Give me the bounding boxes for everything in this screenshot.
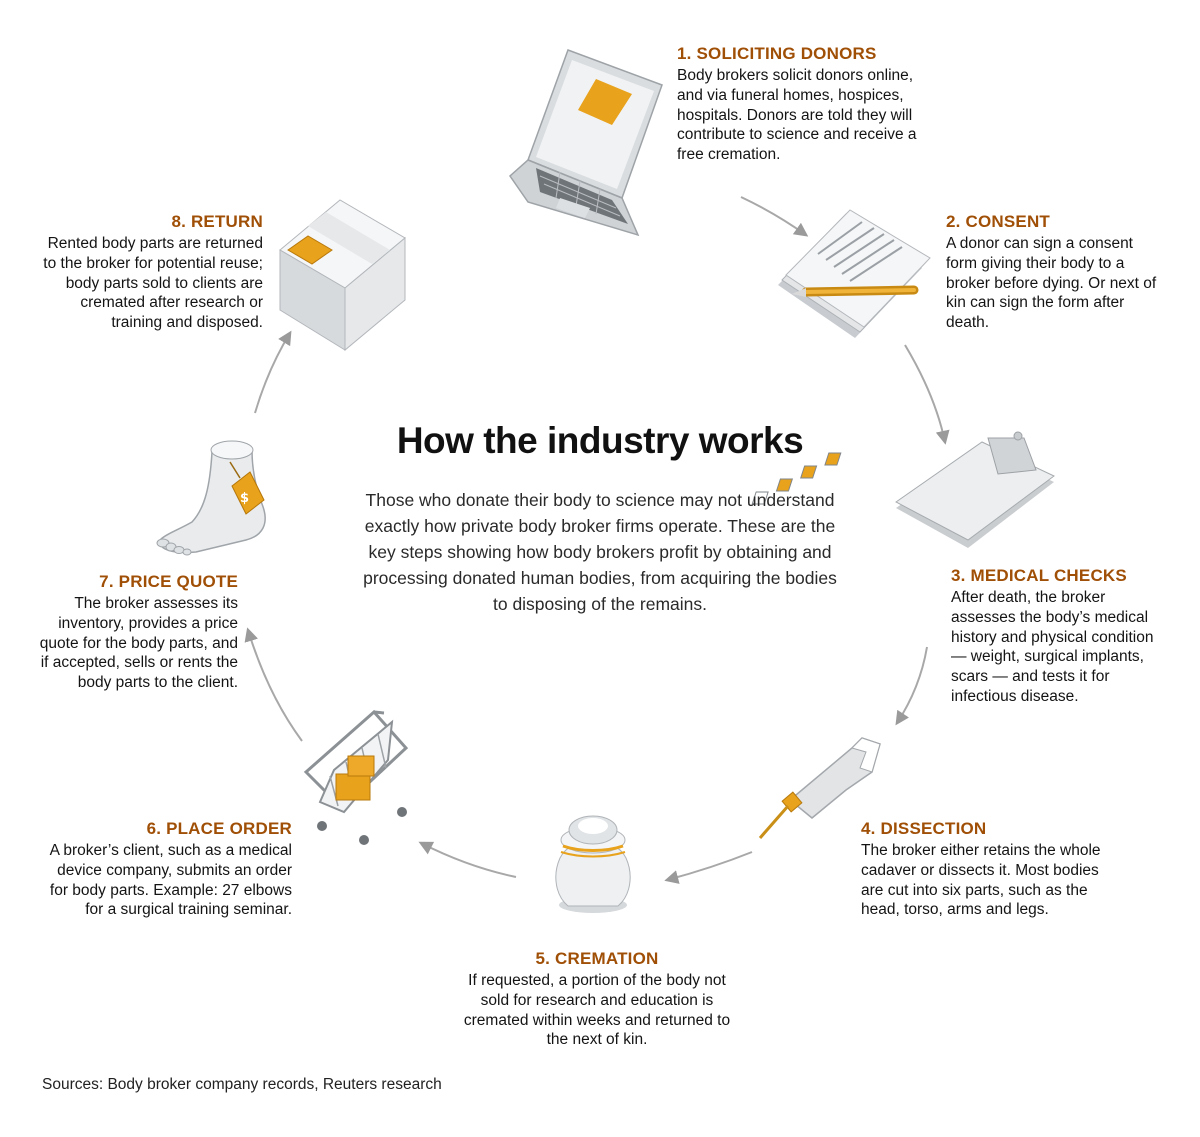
clipboard-checklist-icon: [751, 431, 1055, 548]
step-heading: 1. SOLICITING DONORS: [677, 44, 877, 63]
step-heading: 6. PLACE ORDER: [146, 819, 292, 838]
step-place-order: 6. PLACE ORDER A broker’s client, such a…: [40, 819, 292, 920]
svg-text:$: $: [240, 491, 249, 506]
page-title: How the industry works: [396, 420, 804, 461]
step-cremation: 5. CREMATION If requested, a portion of …: [452, 949, 742, 1050]
shipping-box-icon: [279, 199, 406, 352]
step-heading: 4. DISSECTION: [861, 819, 987, 838]
step-heading: 7. PRICE QUOTE: [99, 572, 238, 591]
step-medical-checks: 3. MEDICAL CHECKS After death, the broke…: [951, 566, 1171, 707]
step-text: If requested, a portion of the body not …: [463, 972, 731, 1049]
step-text: Body brokers solicit donors online, and …: [677, 67, 917, 164]
intro-text: Those who donate their body to science m…: [363, 490, 837, 614]
step-text: Rented body parts are returned to the br…: [43, 235, 263, 332]
foot-price-tag-icon: $: [156, 440, 266, 556]
step-heading: 8. RETURN: [171, 212, 263, 231]
step-price-quote: 7. PRICE QUOTE The broker assesses its i…: [38, 572, 238, 693]
arrow-4-to-5: [664, 851, 753, 884]
step-text: After death, the broker assesses the bod…: [951, 589, 1154, 705]
step-heading: 5. CREMATION: [535, 949, 659, 968]
laptop-icon: [509, 49, 663, 237]
arrow-6-to-7: [244, 627, 303, 742]
step-consent: 2. CONSENT A donor can sign a consent fo…: [946, 212, 1166, 333]
sources-note: Sources: Body broker company records, Re…: [42, 1076, 442, 1093]
reciprocating-saw-icon: [758, 737, 881, 839]
step-text: The broker assesses its inventory, provi…: [39, 595, 238, 692]
arrow-2-to-3: [904, 344, 950, 445]
arrow-7-to-8: [254, 330, 292, 414]
shopping-cart-icon: [303, 709, 409, 845]
arrow-1-to-2: [740, 196, 809, 237]
step-dissection: 4. DISSECTION The broker either retains …: [861, 819, 1111, 920]
arrow-5-to-6: [418, 841, 517, 878]
urn-icon: [555, 815, 631, 913]
step-return: 8. RETURN Rented body parts are returned…: [40, 212, 263, 333]
arrow-3-to-4: [895, 646, 928, 726]
consent-form-pen-icon: [778, 209, 931, 338]
step-text: The broker either retains the whole cada…: [861, 842, 1101, 919]
step-text: A donor can sign a consent form giving t…: [946, 235, 1157, 332]
step-soliciting-donors: 1. SOLICITING DONORS Body brokers solici…: [677, 44, 927, 165]
step-heading: 3. MEDICAL CHECKS: [951, 566, 1127, 585]
step-heading: 2. CONSENT: [946, 212, 1051, 231]
step-text: A broker’s client, such as a medical dev…: [49, 842, 292, 919]
